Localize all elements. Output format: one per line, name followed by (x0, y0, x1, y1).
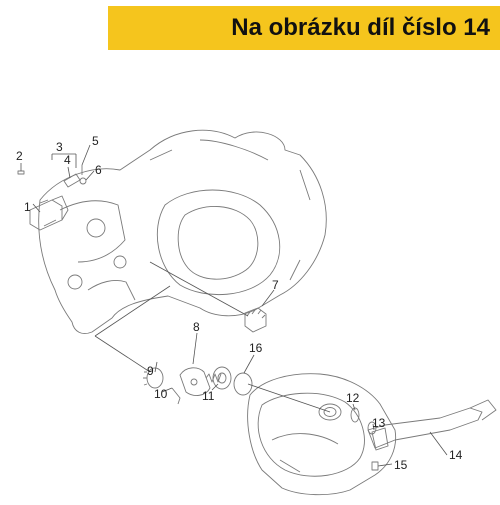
leader-line-14 (429, 431, 448, 456)
leader-line-12 (352, 403, 356, 411)
washer-12 (350, 407, 360, 423)
spring-coil (205, 373, 222, 383)
leader-line-16 (243, 354, 255, 374)
crankcase-rib-2 (87, 279, 136, 301)
pin-10 (171, 387, 181, 405)
leader-line-15 (377, 463, 393, 467)
gear-9-teeth (143, 371, 148, 386)
guide-line-b (94, 285, 171, 337)
leader-line-1 (32, 203, 41, 213)
page-title: Na obrázku díl číslo 14 (231, 14, 490, 41)
right-cover-bore-inner (323, 407, 337, 417)
callout-2: 2 (16, 149, 23, 163)
callout-13: 13 (372, 416, 386, 430)
callout-5: 5 (92, 134, 99, 148)
leader-line-10 (161, 387, 173, 393)
kick-start-pedal (469, 399, 497, 421)
callout-10: 10 (154, 387, 168, 401)
bracket (63, 173, 81, 188)
callout-14: 14 (449, 448, 463, 462)
callout-7: 7 (272, 278, 279, 292)
callout-3: 3 (56, 140, 63, 154)
leader-line-8 (192, 332, 198, 365)
gear-11 (212, 366, 232, 390)
callout-12: 12 (346, 391, 360, 405)
crankcase-boss-3 (113, 255, 127, 269)
callout-4: 4 (64, 153, 71, 167)
spring-part-hole (190, 378, 198, 386)
crankcase-inner-2 (177, 206, 259, 280)
callout-9: 9 (147, 364, 154, 378)
callout-labels: 1 2 3 4 5 6 7 8 9 10 11 12 13 14 15 16 (16, 134, 463, 472)
leader-line-5 (81, 144, 91, 166)
leader-line-9 (154, 361, 158, 373)
header-background (108, 6, 500, 50)
leader-line-6 (85, 170, 95, 181)
callout-15: 15 (394, 458, 408, 472)
right-cover-rib (271, 433, 339, 473)
callout-16: 16 (249, 341, 263, 355)
gear-7 (244, 307, 267, 333)
right-cover-outline (247, 373, 397, 496)
leader-line-7 (261, 289, 275, 307)
guide-line-c (94, 335, 151, 373)
diagram-canvas: 1 2 3 4 5 6 7 8 9 10 11 12 13 14 15 16 (16, 129, 497, 496)
screw-15 (371, 461, 379, 471)
right-cover-bore (318, 403, 342, 421)
right-cover-inner (257, 392, 365, 477)
callout-1: 1 (24, 200, 31, 214)
crankcase-inner (157, 189, 281, 295)
guide-line-a (149, 261, 249, 317)
callout-11: 11 (202, 389, 215, 403)
callout-8: 8 (193, 320, 200, 334)
screw-2 (17, 170, 25, 175)
spring-part (179, 367, 211, 396)
crankcase-boss-2 (67, 274, 83, 290)
crankcase-boss-1 (86, 218, 106, 238)
crankcase-outline (38, 129, 327, 334)
gear-7-teeth (246, 309, 266, 319)
leader-line-3 (51, 153, 77, 168)
leader-line-4 (67, 166, 71, 179)
leader-line-13 (372, 423, 375, 431)
leader-line-11 (211, 383, 219, 391)
kick-start-hub (371, 427, 389, 451)
washer-6 (79, 177, 87, 185)
starter-motor-body (39, 195, 69, 227)
ring-16 (233, 372, 253, 396)
exploded-parts-diagram: 1 2 3 4 5 6 7 8 9 10 11 12 13 14 15 16 (0, 50, 500, 500)
header-banner: Na obrázku díl číslo 14 (0, 0, 500, 50)
guide-line-d (247, 383, 331, 413)
kick-start-lever (367, 407, 483, 449)
crankcase-rib (59, 200, 126, 263)
crankcase-detail (149, 139, 311, 281)
callout-6: 6 (95, 163, 102, 177)
gear-11-hub (217, 372, 227, 384)
